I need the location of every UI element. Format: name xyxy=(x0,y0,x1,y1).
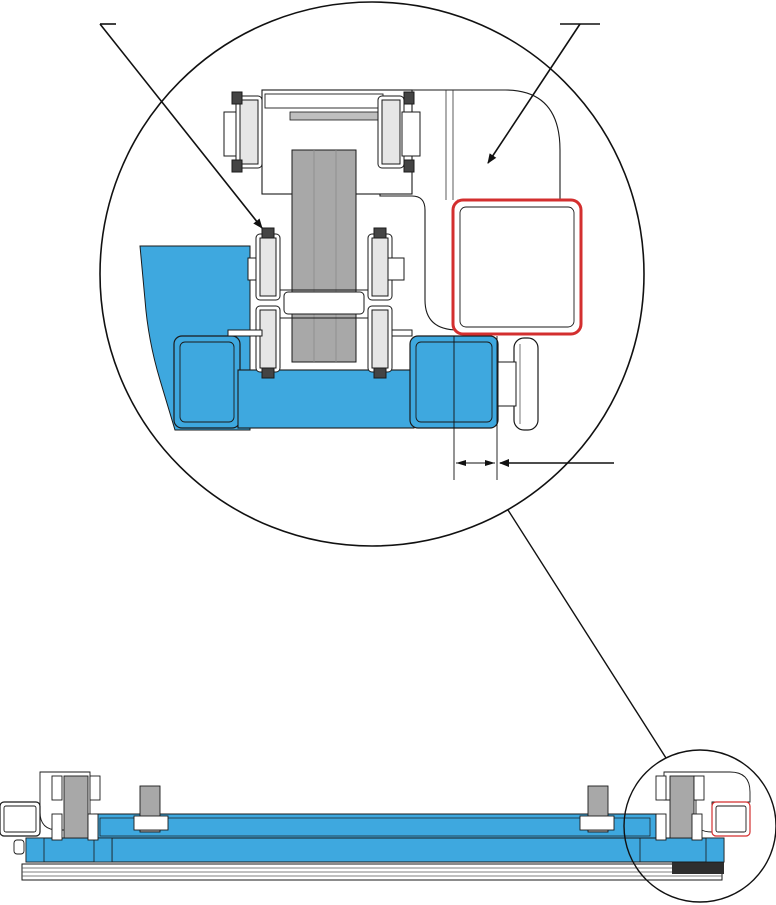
corner-plate xyxy=(379,89,561,331)
detail-contents xyxy=(139,89,583,480)
full-view xyxy=(0,749,776,903)
end-assembly-left xyxy=(0,771,101,855)
bolt-group-upper-left xyxy=(223,91,263,173)
detail-connector xyxy=(507,509,667,759)
detail-view xyxy=(99,1,667,759)
strap-mid-right xyxy=(579,785,615,833)
end-assembly-right xyxy=(655,771,751,841)
blue-beam xyxy=(237,369,415,429)
blue-tube-1 xyxy=(173,335,241,429)
roller-wheel xyxy=(513,337,539,431)
highlighted-tube xyxy=(451,198,583,336)
roller-bracket xyxy=(227,227,281,379)
blue-frame-lower xyxy=(25,837,725,863)
gray-strap xyxy=(291,149,357,363)
detail-marker-circle xyxy=(623,749,776,903)
leader-arrow-left xyxy=(99,23,263,229)
leader-arrow-right xyxy=(487,23,581,164)
roller-bracket-right xyxy=(367,227,413,379)
strap-mid-left xyxy=(133,785,169,833)
bolt-group-upper-right xyxy=(377,91,421,173)
